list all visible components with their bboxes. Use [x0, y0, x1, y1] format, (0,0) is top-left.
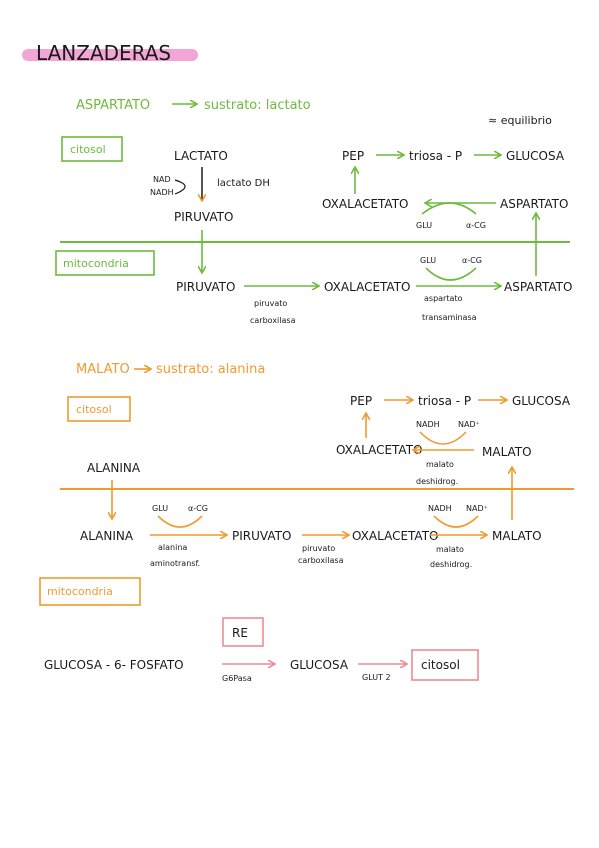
g6pasa-label: G6Pasa [222, 674, 252, 683]
mdh-curve-mit [433, 515, 479, 528]
nad-curve [174, 179, 186, 195]
oxal-cyt-orange: OXALACETATO [336, 443, 422, 457]
green-citosol-label: citosol [70, 143, 106, 156]
oxal-mit-orange: OXALACETATO [352, 529, 438, 543]
glu-mit: GLU [420, 256, 436, 265]
glucosa-green: GLUCOSA [506, 149, 565, 163]
section-malato: MALATO sustrato: alanina citosol PEP tri… [39, 362, 574, 606]
aspartato-mit-green: ASPARTATO [504, 280, 572, 294]
citosol-pink-label: citosol [421, 658, 460, 672]
glu-cyt: GLU [416, 221, 432, 230]
mdh-curve-cyt [419, 431, 467, 445]
oxal-cyt-green: OXALACETATO [322, 197, 408, 211]
g6p: GLUCOSA - 6- FOSFATO [44, 658, 184, 672]
glucosa-pink: GLUCOSA [290, 658, 349, 672]
malato-cyt: MALATO [482, 445, 532, 459]
mdh-cyt-line2: deshidrog. [416, 477, 458, 486]
orange-citosol-box [67, 396, 131, 422]
orange-mito-label: mitocondria [47, 585, 113, 598]
citosol-pink-box [411, 649, 479, 681]
pep-orange: PEP [350, 394, 372, 408]
orange-header-right: sustrato: alanina [156, 362, 265, 377]
pep-green: PEP [342, 149, 364, 163]
re-box [222, 617, 264, 647]
mdh-cyt-line1: malato [426, 460, 454, 469]
lactato: LACTATO [174, 149, 228, 163]
triosa-p-green: triosa - P [409, 149, 462, 163]
alanina-mit: ALANINA [80, 529, 134, 543]
title-highlight [22, 49, 198, 61]
acg-mit: α-CG [462, 256, 482, 265]
nadh-label: NADH [150, 188, 174, 197]
equilibrium-note: ≈ equilibrio [488, 114, 552, 127]
section-re: RE GLUCOSA - 6- FOSFATO G6Pasa GLUCOSA G… [44, 617, 479, 683]
pc-o-line2: carboxilasa [298, 556, 344, 565]
alt-curve [157, 515, 203, 528]
mdh-mit-line1: malato [436, 545, 464, 554]
mdh-mit-line2: deshidrog. [430, 560, 472, 569]
transam-curve-cyt [421, 202, 477, 215]
green-citosol-box [61, 136, 123, 162]
nadh-cyt: NADH [416, 420, 440, 429]
glu-orange: GLU [152, 504, 168, 513]
enzyme-at-line1: aspartato [424, 294, 463, 303]
triosa-p-orange: triosa - P [418, 394, 471, 408]
transam-curve-mit [425, 267, 477, 281]
alanina-cyt: ALANINA [87, 461, 141, 475]
piruvato-mit: PIRUVATO [176, 280, 235, 294]
glucosa-orange: GLUCOSA [512, 394, 571, 408]
alt-line2: aminotransf. [150, 559, 200, 568]
nad-mit: NAD⁺ [466, 504, 488, 513]
orange-citosol-label: citosol [76, 403, 112, 416]
enzyme-at-line2: transaminasa [422, 313, 477, 322]
enzyme-pc-line1: piruvato [254, 299, 287, 308]
oxal-mit-green: OXALACETATO [324, 280, 410, 294]
malato-mit: MALATO [492, 529, 542, 543]
alt-line1: alanina [158, 543, 187, 552]
enzyme-pc-line2: carboxilasa [250, 316, 296, 325]
piruvato-cyt: PIRUVATO [174, 210, 233, 224]
green-header-left: ASPARTATO [76, 98, 150, 113]
piruvato-orange: PIRUVATO [232, 529, 291, 543]
orange-header-left: MALATO [76, 362, 130, 377]
nadh-mit: NADH [428, 504, 452, 513]
nad-label: NAD [153, 175, 171, 184]
pc-o-line1: piruvato [302, 544, 335, 553]
glut2-label: GLUT 2 [362, 673, 391, 682]
green-header-right: sustrato: lactato [204, 98, 311, 113]
page-title: LANZADERAS [36, 41, 171, 65]
orange-mito-box [39, 577, 141, 606]
section-aspartato: ASPARTATO sustrato: lactato ≈ equilibrio… [55, 98, 572, 325]
lactato-dh-label: lactato DH [217, 178, 270, 189]
re-label: RE [232, 626, 248, 640]
acg-orange: α-CG [188, 504, 208, 513]
green-mito-box [55, 250, 155, 276]
green-mito-label: mitocondria [63, 257, 129, 270]
aspartato-cyt-green: ASPARTATO [500, 197, 568, 211]
acg-cyt: α-CG [466, 221, 486, 230]
nad-cyt: NAD⁺ [458, 420, 480, 429]
